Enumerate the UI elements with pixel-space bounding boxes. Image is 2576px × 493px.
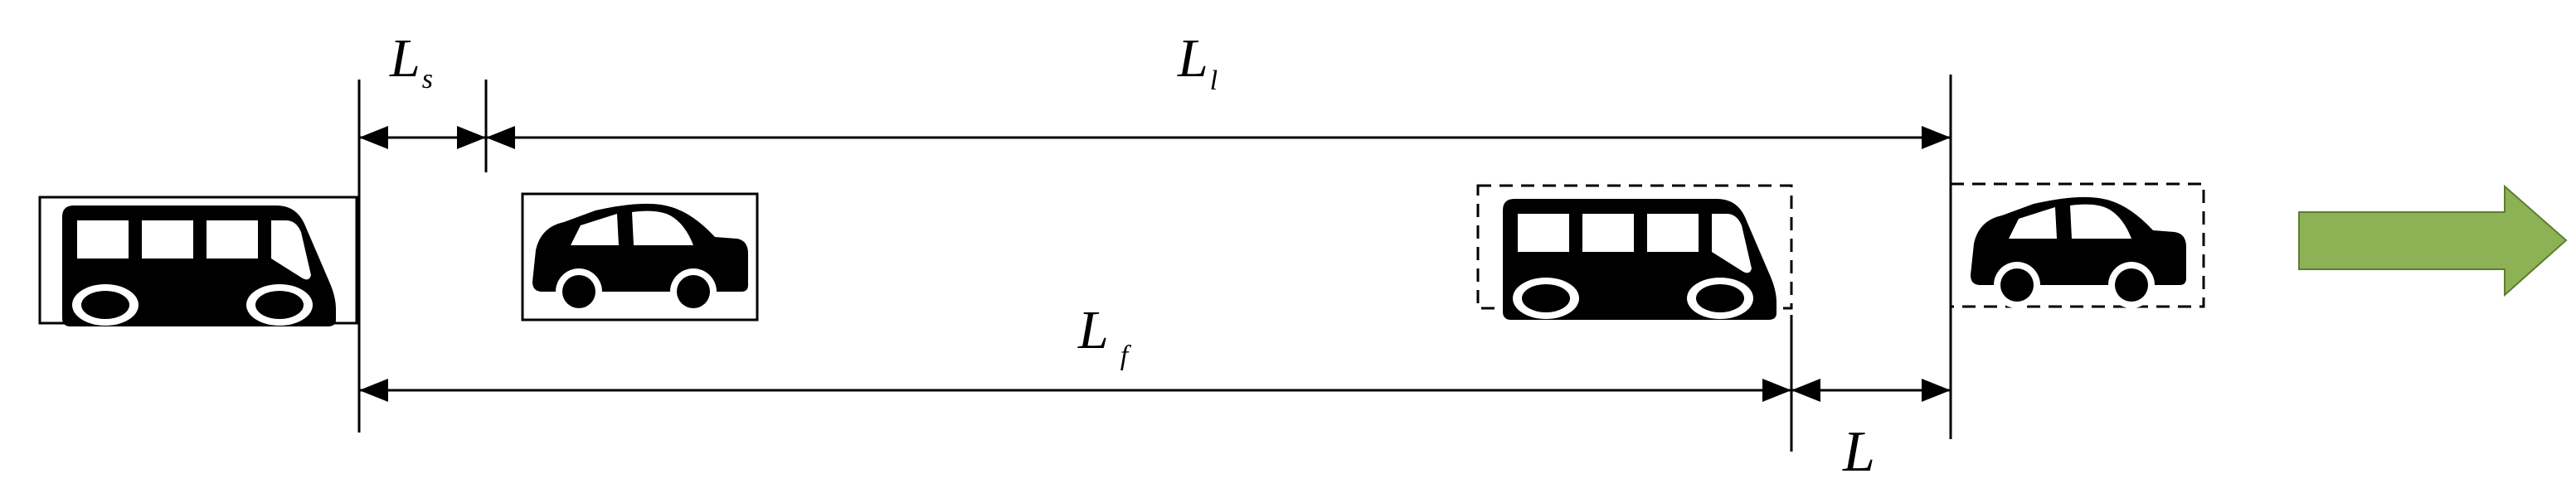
bus-icon bbox=[1503, 199, 1776, 320]
car-2 bbox=[1949, 182, 2205, 308]
car-2-frame bbox=[1949, 182, 2205, 308]
bus-2 bbox=[1476, 184, 1793, 320]
bus-icon bbox=[62, 205, 336, 326]
car-icon bbox=[1971, 196, 2186, 308]
dimension-l bbox=[1791, 379, 1951, 402]
label-ll: Ll bbox=[1177, 28, 1218, 96]
label-ls: Ls bbox=[389, 28, 433, 94]
car-1 bbox=[521, 192, 759, 321]
dimension-ls bbox=[359, 126, 486, 149]
label-l: L bbox=[1842, 420, 1875, 484]
dimension-ll bbox=[486, 126, 1951, 149]
car-icon bbox=[532, 203, 748, 315]
car-1-frame bbox=[521, 192, 759, 321]
dimension-lf bbox=[359, 379, 1791, 402]
right-arrow-icon bbox=[2298, 184, 2568, 297]
bus-1 bbox=[38, 196, 358, 326]
